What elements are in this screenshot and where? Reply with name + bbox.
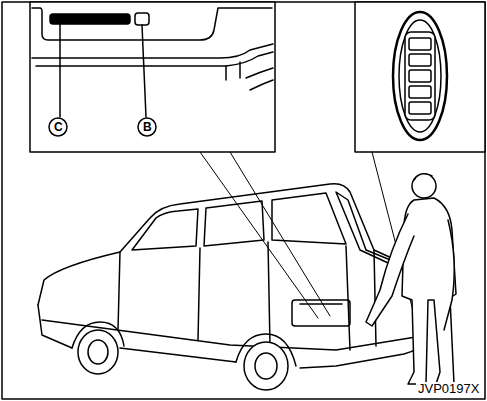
leader-line: [200, 152, 318, 318]
car: [38, 184, 424, 390]
person: [366, 174, 456, 384]
figure-code: JVP0197X: [416, 382, 481, 395]
key-inset: [355, 2, 485, 152]
callout-letter: B: [143, 121, 152, 133]
callout-letter: C: [54, 121, 63, 133]
handle-inset: [30, 2, 275, 152]
leader-line: [230, 152, 330, 316]
